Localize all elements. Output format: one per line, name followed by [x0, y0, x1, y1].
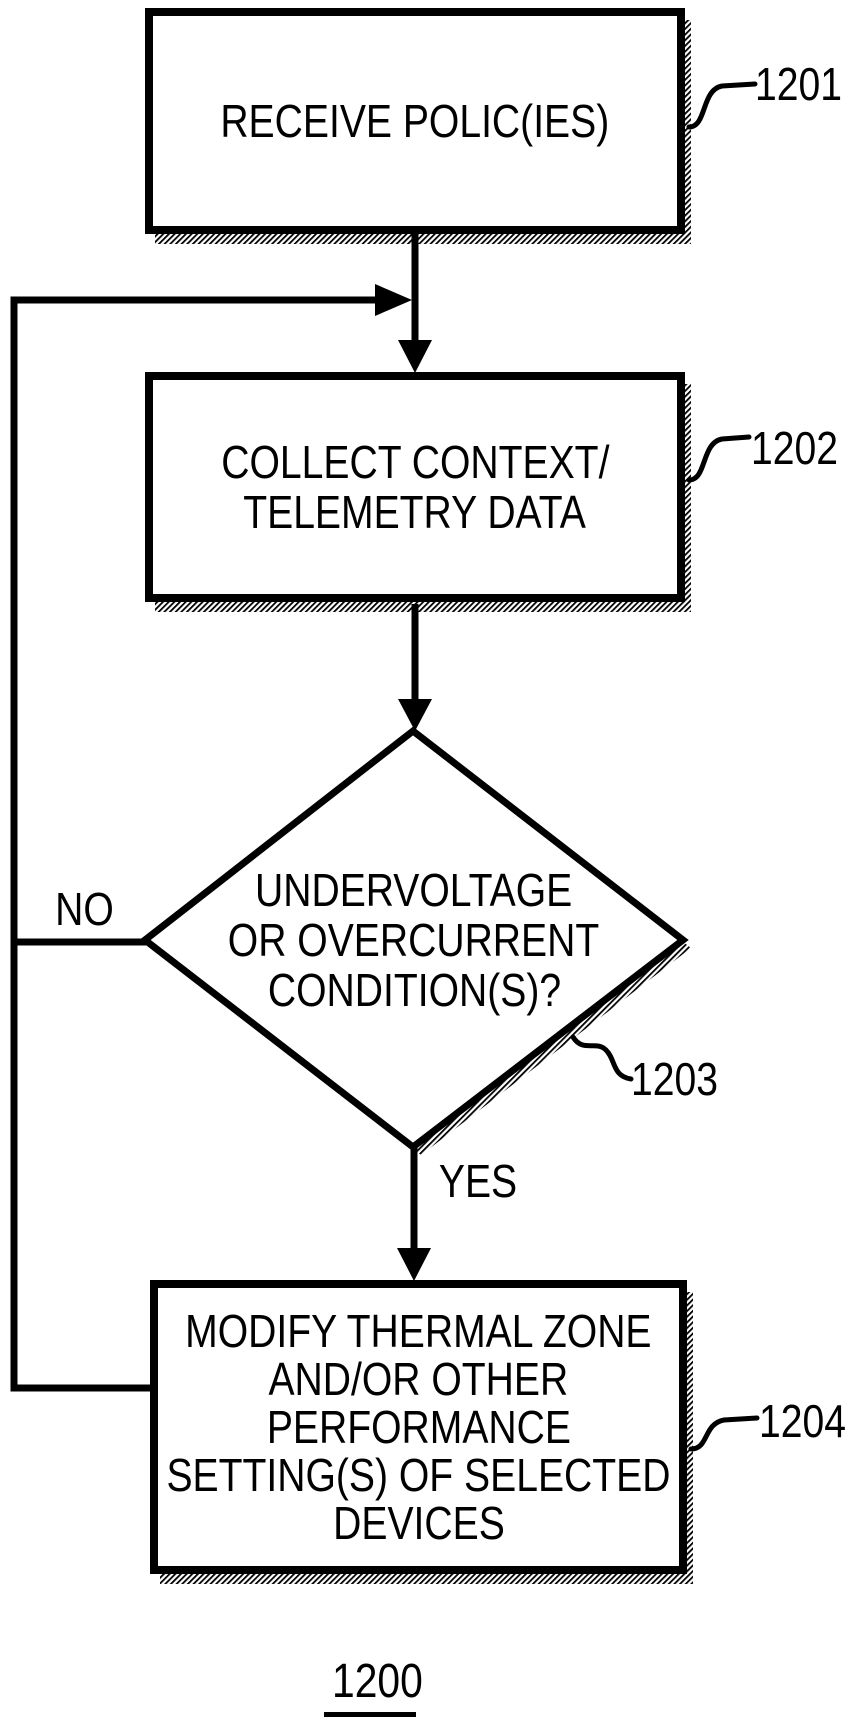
yes-branch-label: YES — [438, 1155, 518, 1207]
process-box-1202 — [145, 372, 685, 602]
process-box-1201 — [145, 8, 685, 234]
box-1202-text-line: COLLECT CONTEXT/ — [220, 436, 610, 488]
box-1202-text-line: TELEMETRY DATA — [243, 486, 587, 538]
figure-number: 1200 — [324, 1658, 423, 1717]
box-1204-label: MODIFY THERMAL ZONE AND/OR OTHER PERFORM… — [150, 1282, 687, 1572]
ref-connector-1203 — [570, 1034, 634, 1082]
box-1201-label: RECEIVE POLIC(IES) — [145, 8, 685, 234]
box-1204-text-line: SETTING(S) OF SELECTED — [166, 1449, 671, 1501]
box-1202-label: COLLECT CONTEXT/ TELEMETRY DATA — [145, 372, 685, 602]
box-1204-text-line: MODIFY THERMAL ZONE — [185, 1305, 652, 1357]
arrow-collect-to-decision-head — [398, 699, 432, 731]
ref-label-1202: 1202 — [751, 422, 838, 474]
loop-line — [10, 296, 375, 1392]
ref-label-1201: 1201 — [755, 58, 842, 110]
box-1204-text-line: PERFORMANCE — [266, 1401, 571, 1453]
arrow-receive-to-collect-head — [398, 340, 432, 373]
ref-connector-1201 — [686, 81, 758, 130]
ref-label-1203: 1203 — [631, 1053, 718, 1105]
ref-label-1204: 1204 — [759, 1395, 846, 1447]
ref-connector-1204 — [688, 1415, 760, 1452]
diamond-1203-label: UNDERVOLTAGE OR OVERCURRENT CONDITION(S)… — [214, 858, 614, 1022]
diamond-1203-text-line: CONDITION(S)? — [267, 964, 561, 1016]
box-1201-text-line: RECEIVE POLIC(IES) — [220, 95, 610, 147]
loop-arrowhead — [375, 284, 412, 316]
no-branch-label: NO — [54, 883, 114, 935]
box-1204-text-line: AND/OR OTHER — [268, 1353, 569, 1405]
box-1204-text-line: DEVICES — [332, 1497, 505, 1549]
process-box-1204 — [150, 1280, 687, 1574]
ref-connector-1202 — [686, 434, 752, 483]
diamond-1203-text-line: UNDERVOLTAGE — [255, 864, 573, 916]
diamond-1203-text-line: OR OVERCURRENT — [228, 914, 600, 966]
arrow-yes-decision-to-modify-head — [397, 1248, 431, 1281]
decision-diamond-1203 — [139, 726, 689, 1152]
